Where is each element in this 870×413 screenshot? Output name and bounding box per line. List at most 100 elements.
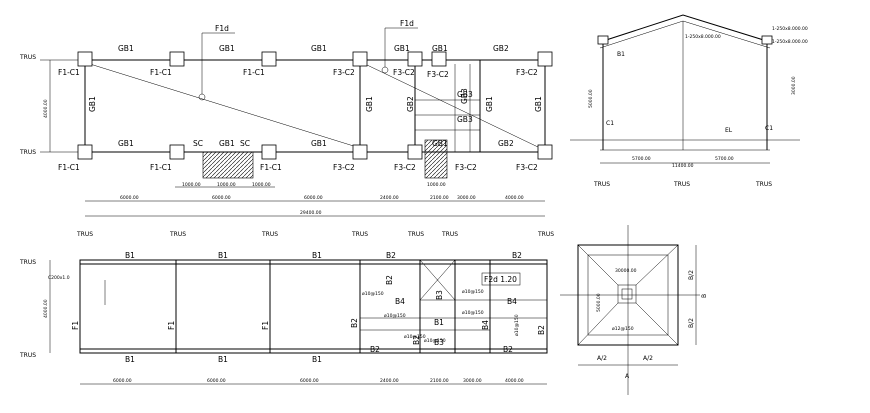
grid-tag: TRUS	[19, 54, 36, 61]
grid-tag: TRUS	[169, 231, 186, 238]
dimension: 6000.00	[207, 378, 226, 384]
rebar-note: ø10@150	[362, 291, 384, 297]
column-pad	[407, 51, 423, 67]
dimension: 1000.00	[182, 182, 201, 188]
rebar-note: ø10@150	[424, 338, 446, 344]
portal-frame-elevation: B1 C1 C1 EL 5700.00 5700.00 11400.00 500…	[570, 14, 808, 188]
stair-hatch	[424, 139, 448, 179]
joint-label: F3-C2	[333, 68, 355, 77]
joint-label: F3-C2	[394, 163, 416, 172]
beam-label: B1	[434, 318, 444, 327]
beam-label: GB2	[498, 139, 514, 148]
roof-plan: F2d 1.20 B1 B1 B1 B2 B2 B1 B1 B1 B2 B2 F…	[19, 251, 548, 385]
column-label: B2	[412, 335, 421, 345]
beam-label: GB1	[219, 44, 235, 53]
column-pad	[537, 144, 553, 160]
dimension: 3000.00	[463, 378, 482, 384]
grid-tag: TRUS	[673, 181, 690, 188]
dimension: 11400.00	[672, 163, 694, 169]
callout-label: F1d	[400, 19, 414, 28]
beam-label: B1	[125, 355, 135, 364]
beam-label: GB2	[493, 44, 509, 53]
joint-label: F3-C2	[516, 68, 538, 77]
dimension: 2400.00	[380, 195, 399, 201]
callout-box	[481, 272, 521, 286]
dimension: 2100.00	[430, 378, 449, 384]
dimension-total: 29400.00	[300, 210, 322, 216]
note: 1-250x8.000.00	[772, 26, 808, 32]
beam-label: GB2	[406, 96, 415, 112]
callout-label: F1d	[215, 24, 229, 33]
joint-label: F1-C1	[150, 163, 172, 172]
rebar-note: ø10@150	[462, 289, 484, 295]
column-label: F1	[167, 321, 176, 330]
joint-label: F3-C2	[393, 68, 415, 77]
dimension: 6000.00	[113, 378, 132, 384]
dimension: B/2	[688, 270, 695, 280]
rebar-note: ø10@150	[384, 313, 406, 319]
note: 1-250x8.000.00	[685, 34, 721, 40]
dimension: B/2	[688, 318, 695, 328]
dimension: 4000.00	[43, 299, 49, 318]
beam-label: GB1	[118, 139, 134, 148]
beam-label: B1	[218, 251, 228, 260]
grid-tag: TRUS	[76, 231, 93, 238]
beam-label: B2	[512, 251, 522, 260]
note: ø12@150	[612, 326, 634, 332]
joint-label: F3-C2	[455, 163, 477, 172]
footing-detail: A/2 A/2 B/2 B/2 B A 30000.00 5000.00 ø12…	[560, 225, 708, 395]
column-pad	[169, 144, 185, 160]
column-pad	[537, 51, 553, 67]
joint-label: F1-C1	[58, 68, 80, 77]
column-pad	[431, 51, 447, 67]
dimension: 5000.00	[588, 89, 594, 108]
dimension: 5700.00	[715, 156, 734, 162]
column-label: F1	[71, 321, 80, 330]
beam-label: GB1	[432, 44, 448, 53]
note: 5000.00	[596, 293, 602, 312]
beam-label: B4	[507, 297, 517, 306]
beam-label: GB1	[485, 96, 494, 112]
column-label: C1	[606, 120, 614, 127]
beam-label: B1	[125, 251, 135, 260]
beam-label: B1	[312, 355, 322, 364]
rebar-note: ø10@150	[514, 314, 520, 336]
note: 1-250x8.000.00	[772, 39, 808, 45]
joint-label: F1-C1	[243, 68, 265, 77]
joint-label: F1-C1	[260, 163, 282, 172]
beam-label: GB1	[365, 96, 374, 112]
beam-label: GB1	[311, 139, 327, 148]
beam-label: B3	[435, 290, 444, 300]
eave-node	[761, 35, 773, 45]
dimension: A/2	[597, 355, 607, 362]
dimension: 4000.00	[43, 99, 49, 118]
column-label: B2	[385, 275, 394, 285]
dimension: 6000.00	[304, 195, 323, 201]
beam-label: B2	[503, 345, 513, 354]
grid-tag: TRUS	[19, 259, 36, 266]
beam-label: GB1	[311, 44, 327, 53]
column-label: C1	[765, 125, 773, 132]
grid-tag: TRUS	[351, 231, 368, 238]
beam-label: GB1	[534, 96, 543, 112]
beam-label: GB1	[394, 44, 410, 53]
column-pad	[352, 51, 368, 67]
beam-label: GB1	[118, 44, 134, 53]
joint-label: F3-C2	[516, 163, 538, 172]
rebar-note: ø10@150	[462, 310, 484, 316]
beam-label: B1	[218, 355, 228, 364]
beam-label: B1	[312, 251, 322, 260]
beam-label: GB1	[88, 96, 97, 112]
beam-label: SC	[193, 139, 203, 148]
frame-plan: F1d F1d GB1 GB1 GB1 GB1 GB1 GB2 F1-C1 F1…	[19, 19, 554, 238]
level-label: EL	[725, 127, 733, 134]
dimension: 3000.00	[457, 195, 476, 201]
column-pad	[169, 51, 185, 67]
dimension: 3000.00	[791, 76, 797, 95]
grid-tag: TRUS	[19, 149, 36, 156]
dimension: 6000.00	[300, 378, 319, 384]
dimension: 1000.00	[427, 182, 446, 188]
dimension: 2400.00	[380, 378, 399, 384]
grid-tag: TRUS	[755, 181, 772, 188]
column-pad	[407, 144, 423, 160]
